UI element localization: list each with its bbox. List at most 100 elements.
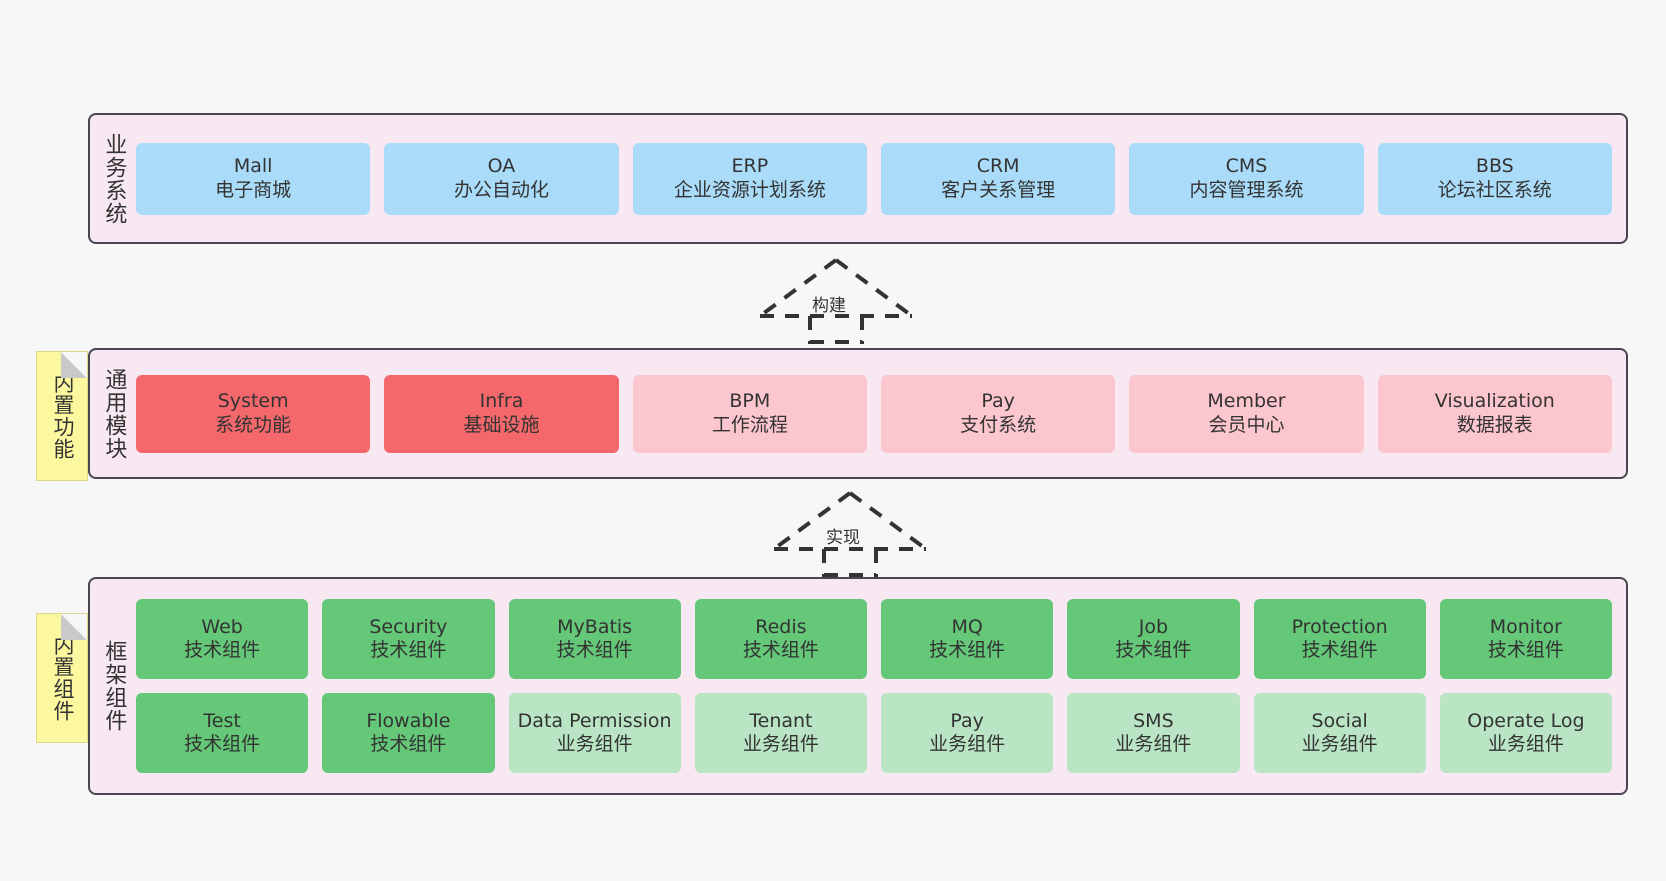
card-oa[interactable]: OA 办公自动化 xyxy=(384,142,619,215)
card-erp[interactable]: ERP 企业资源计划系统 xyxy=(632,142,867,215)
card-subtitle: 工作流程 xyxy=(711,413,788,436)
card-subtitle: 业务组件 xyxy=(929,733,1006,755)
sticky-note-label: 内置功能 xyxy=(50,372,75,460)
card-job[interactable]: Job 技术组件 xyxy=(1067,599,1240,679)
card-subtitle: 业务组件 xyxy=(742,733,819,755)
arrow-implement-label: 实现 xyxy=(826,528,860,548)
page-fold-icon xyxy=(61,614,87,640)
card-subtitle: 业务组件 xyxy=(556,733,633,755)
card-subtitle: 基础设施 xyxy=(463,413,540,436)
card-title: Test xyxy=(203,709,241,732)
card-subtitle: 技术组件 xyxy=(929,639,1006,661)
card-subtitle: 内容管理系统 xyxy=(1189,178,1304,201)
card-title: Redis xyxy=(755,615,807,638)
card-subtitle: 客户关系管理 xyxy=(941,178,1056,201)
card-member[interactable]: Member 会员中心 xyxy=(1129,374,1364,453)
page-fold-icon xyxy=(61,352,87,378)
layer-framework-components: 框架组件 Web 技术组件 Security 技术组件 MyBatis 技术组件… xyxy=(88,577,1628,795)
card-title: Web xyxy=(201,615,243,638)
layer-body-common: System 系统功能 Infra 基础设施 BPM 工作流程 Pay 支付系统… xyxy=(136,350,1626,477)
card-title: Mall xyxy=(233,155,273,178)
card-subtitle: 技术组件 xyxy=(1301,639,1378,661)
card-test[interactable]: Test 技术组件 xyxy=(136,693,309,773)
card-title: OA xyxy=(487,155,516,178)
card-subtitle: 会员中心 xyxy=(1208,413,1285,436)
card-sms[interactable]: SMS 业务组件 xyxy=(1067,693,1240,773)
card-monitor[interactable]: Monitor 技术组件 xyxy=(1439,599,1612,679)
card-title: System xyxy=(217,390,289,413)
card-web[interactable]: Web 技术组件 xyxy=(136,599,309,679)
card-tenant[interactable]: Tenant 业务组件 xyxy=(694,693,867,773)
card-title: BBS xyxy=(1475,155,1514,178)
card-title: Pay xyxy=(950,709,984,732)
card-bpm[interactable]: BPM 工作流程 xyxy=(632,374,867,453)
card-subtitle: 技术组件 xyxy=(184,733,261,755)
card-mybatis[interactable]: MyBatis 技术组件 xyxy=(508,599,681,679)
card-title: Security xyxy=(369,615,448,638)
card-row-business: Test 技术组件 Flowable 技术组件 Data Permission … xyxy=(136,693,1612,773)
card-title: Job xyxy=(1138,615,1169,638)
card-security[interactable]: Security 技术组件 xyxy=(322,599,495,679)
card-redis[interactable]: Redis 技术组件 xyxy=(694,599,867,679)
card-visualization[interactable]: Visualization 数据报表 xyxy=(1377,374,1612,453)
card-subtitle: 办公自动化 xyxy=(453,178,549,201)
card-mq[interactable]: MQ 技术组件 xyxy=(881,599,1054,679)
layer-body-business: Mall 电子商城 OA 办公自动化 ERP 企业资源计划系统 CRM 客户关系… xyxy=(136,115,1626,242)
card-title: Data Permission xyxy=(517,709,672,732)
card-subtitle: 技术组件 xyxy=(742,639,819,661)
card-subtitle: 技术组件 xyxy=(184,639,261,661)
card-social[interactable]: Social 业务组件 xyxy=(1253,693,1426,773)
card-title: Member xyxy=(1207,390,1286,413)
card-title: Monitor xyxy=(1489,615,1562,638)
layer-business-systems: 业务系统 Mall 电子商城 OA 办公自动化 ERP 企业资源计划系统 CRM… xyxy=(88,113,1628,244)
card-title: Protection xyxy=(1291,615,1388,638)
layer-title-common: 通用模块 xyxy=(101,367,127,460)
card-subtitle: 数据报表 xyxy=(1456,413,1533,436)
card-subtitle: 系统功能 xyxy=(215,413,292,436)
card-subtitle: 技术组件 xyxy=(370,639,447,661)
card-subtitle: 电子商城 xyxy=(215,178,292,201)
card-protection[interactable]: Protection 技术组件 xyxy=(1253,599,1426,679)
card-cms[interactable]: CMS 内容管理系统 xyxy=(1129,142,1364,215)
card-infra[interactable]: Infra 基础设施 xyxy=(384,374,619,453)
sticky-note-label: 内置组件 xyxy=(50,634,75,722)
card-subtitle: 企业资源计划系统 xyxy=(673,178,826,201)
card-title: Tenant xyxy=(749,709,813,732)
card-subtitle: 支付系统 xyxy=(960,413,1037,436)
card-row: System 系统功能 Infra 基础设施 BPM 工作流程 Pay 支付系统… xyxy=(136,374,1612,453)
layer-title-framework: 框架组件 xyxy=(101,640,127,732)
card-flowable[interactable]: Flowable 技术组件 xyxy=(322,693,495,773)
card-pay[interactable]: Pay 支付系统 xyxy=(880,374,1116,453)
card-title: MQ xyxy=(951,615,983,638)
card-mall[interactable]: Mall 电子商城 xyxy=(136,142,371,215)
sticky-note-builtin-component: 内置组件 xyxy=(36,613,88,743)
card-title: SMS xyxy=(1133,709,1174,732)
sticky-note-builtin-function: 内置功能 xyxy=(36,351,88,481)
card-row: Mall 电子商城 OA 办公自动化 ERP 企业资源计划系统 CRM 客户关系… xyxy=(136,142,1612,215)
card-crm[interactable]: CRM 客户关系管理 xyxy=(880,142,1116,215)
card-title: ERP xyxy=(731,155,769,178)
card-title: Flowable xyxy=(366,709,451,732)
card-subtitle: 业务组件 xyxy=(1301,733,1378,755)
layer-common-modules: 通用模块 System 系统功能 Infra 基础设施 BPM 工作流程 Pay… xyxy=(88,348,1628,479)
layer-title-business: 业务系统 xyxy=(101,132,127,225)
card-data-permission[interactable]: Data Permission 业务组件 xyxy=(508,693,681,773)
card-bbs[interactable]: BBS 论坛社区系统 xyxy=(1377,142,1612,215)
card-subtitle: 技术组件 xyxy=(370,733,447,755)
layer-body-framework: Web 技术组件 Security 技术组件 MyBatis 技术组件 Redi… xyxy=(136,579,1626,793)
card-operate-log[interactable]: Operate Log 业务组件 xyxy=(1439,693,1612,773)
card-title: CMS xyxy=(1225,155,1268,178)
card-title: MyBatis xyxy=(557,615,633,638)
card-system[interactable]: System 系统功能 xyxy=(136,374,371,453)
card-subtitle: 业务组件 xyxy=(1487,733,1564,755)
card-subtitle: 技术组件 xyxy=(1115,639,1192,661)
card-subtitle: 论坛社区系统 xyxy=(1437,178,1552,201)
card-row-technical: Web 技术组件 Security 技术组件 MyBatis 技术组件 Redi… xyxy=(136,599,1612,679)
arrow-build-label: 构建 xyxy=(812,296,846,316)
card-title: Operate Log xyxy=(1467,709,1585,732)
card-subtitle: 技术组件 xyxy=(1487,639,1564,661)
card-pay-business[interactable]: Pay 业务组件 xyxy=(881,693,1054,773)
card-title: Infra xyxy=(479,390,524,413)
card-subtitle: 业务组件 xyxy=(1115,733,1192,755)
